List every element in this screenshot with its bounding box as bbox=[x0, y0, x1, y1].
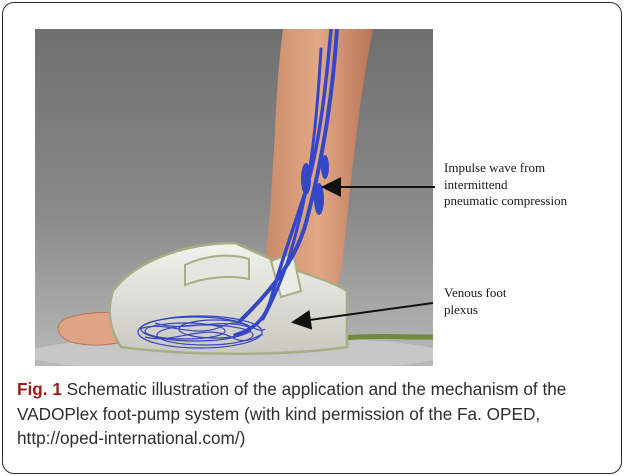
impulse-bulge-2 bbox=[314, 183, 324, 215]
figure-label: Fig. 1 bbox=[17, 379, 62, 399]
foot-pump-illustration bbox=[35, 29, 433, 366]
impulse-bulge-1 bbox=[301, 163, 311, 195]
annotation-venous-plexus: Venous foot plexus bbox=[444, 285, 506, 318]
annotation-impulse-wave: Impulse wave from intermittend pneumatic… bbox=[444, 160, 567, 210]
air-tube bbox=[335, 337, 433, 340]
caption-text: Schematic illustration of the applicatio… bbox=[17, 379, 566, 448]
impulse-bulge-3 bbox=[321, 155, 329, 179]
illustration-svg bbox=[35, 29, 433, 366]
figure-caption: Fig. 1 Schematic illustration of the app… bbox=[17, 377, 617, 451]
